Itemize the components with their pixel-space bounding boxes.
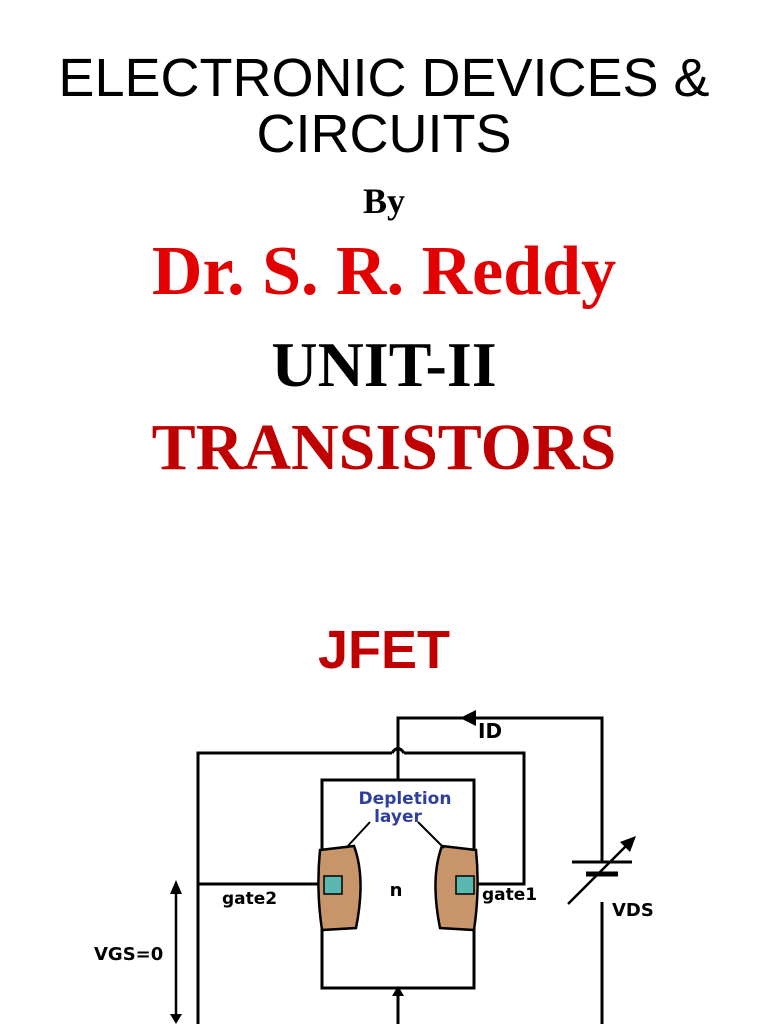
- channel-label: n: [390, 880, 403, 901]
- section-heading: JFET: [317, 620, 451, 680]
- source-arrow: [392, 986, 404, 996]
- by-label: By: [362, 181, 405, 221]
- p-region-left: [323, 875, 343, 895]
- vgs-arrow-bottom: [170, 1014, 182, 1024]
- wire-right-loop: [404, 751, 526, 886]
- drain-current-label: ID: [478, 719, 502, 743]
- variable-arrow: [567, 843, 629, 905]
- p-region-right: [455, 875, 475, 895]
- wire-drain: [396, 716, 604, 862]
- depletion-label-line1: Depletion: [359, 789, 452, 809]
- vgs-arrow-top: [170, 880, 182, 894]
- author-name: Dr. S. R. Reddy: [151, 233, 617, 310]
- document-title-line2: CIRCUITS: [256, 104, 512, 164]
- gate1-label: gate1: [482, 885, 537, 905]
- depletion-pointer-right: [417, 821, 445, 849]
- depletion-label-line2: layer: [374, 807, 422, 827]
- jfet-circuit-diagram: ID Depletion layer n gate2 gate1 VDS VGS…: [94, 710, 654, 1024]
- topic-heading: TRANSISTORS: [151, 411, 617, 484]
- wire-left-loop: [196, 751, 392, 1024]
- depletion-pointer-left: [345, 821, 371, 849]
- document-title-line1: ELECTRONIC DEVICES &: [58, 48, 710, 108]
- vgs-label: VGS=0: [94, 944, 163, 965]
- gate2-label: gate2: [222, 889, 277, 909]
- variable-arrow-head: [620, 836, 636, 852]
- drain-current-arrow: [460, 710, 476, 726]
- vds-label: VDS: [612, 900, 654, 921]
- unit-heading: UNIT-II: [271, 329, 497, 400]
